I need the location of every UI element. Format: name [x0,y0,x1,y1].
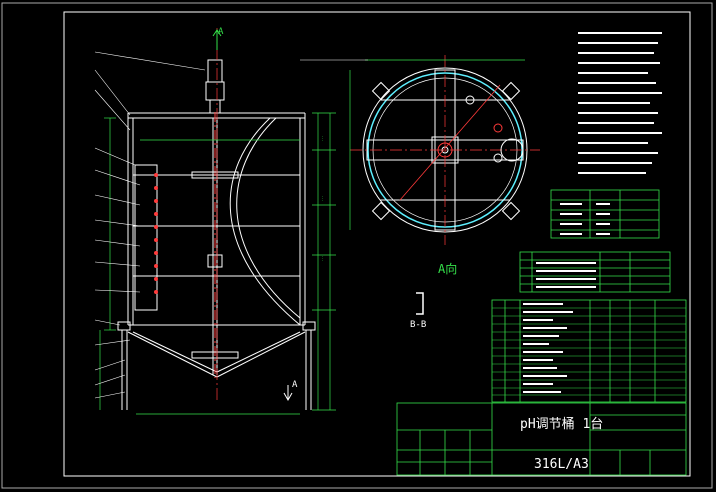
title-block [396,402,687,476]
parts-list [491,299,687,403]
tank-elevation [117,112,316,410]
drawing-title: pH调节桶 1台 [520,417,604,432]
elevation-dimensions [99,112,336,415]
technical-notes [578,32,662,174]
inner-frame [63,11,691,477]
parameter-table [550,189,660,239]
svg-text:⋮: ⋮ [320,136,325,142]
dim-texts: ⋮ ⋮ ⋮ [320,136,325,262]
svg-text:⋮: ⋮ [320,256,325,262]
parts-list-text [523,303,573,393]
parts-list-rows [492,307,686,396]
drawing-material: 316L/A3 [534,457,589,472]
plan-view [300,55,540,245]
nozzle-table-text [536,262,596,288]
view-arrow-bottom [283,385,293,402]
view-arrow-top [212,29,222,50]
parameter-table-text [560,203,610,235]
section-bracket [416,292,424,315]
agitator-icon [191,171,239,359]
nozzle-table [519,251,671,293]
view-arrow-label-bottom: A [292,380,298,390]
leader-lines [94,51,206,399]
internal-spiral-plate [229,117,301,326]
section-bb-label: B-B [410,320,427,330]
svg-text:⋮: ⋮ [320,196,325,202]
view-arrow-label-top: A [218,27,224,37]
motor-icon [205,59,225,114]
view-a-label: A向 [438,262,458,276]
nozzle-icon [465,95,475,105]
nozzle-row [154,173,158,294]
